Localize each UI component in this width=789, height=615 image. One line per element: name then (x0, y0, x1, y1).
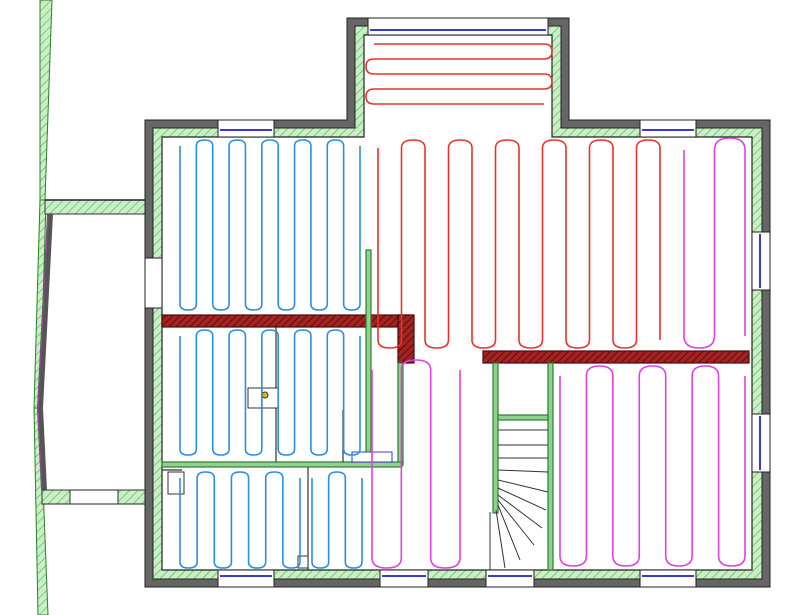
heating-circuits (179, 43, 746, 569)
interior-walls (161, 249, 750, 571)
heating-loop-blue-middle (179, 329, 361, 456)
heating-loop-magenta-lower (559, 365, 746, 567)
heating-loop-blue-top (179, 139, 361, 311)
staircase (489, 429, 549, 570)
heating-loop-red-bay (365, 43, 553, 105)
left-annex (36, 199, 146, 505)
heating-loop-blue-hall (311, 471, 363, 569)
sink-fixture (247, 387, 279, 409)
heating-loop-red-room (377, 139, 661, 349)
heating-loop-magenta-upper (683, 137, 746, 349)
heating-loop-magenta-hall (371, 359, 461, 569)
heating-loop-blue-bath (179, 471, 301, 569)
shower-tray (167, 471, 185, 495)
windows (144, 17, 771, 588)
